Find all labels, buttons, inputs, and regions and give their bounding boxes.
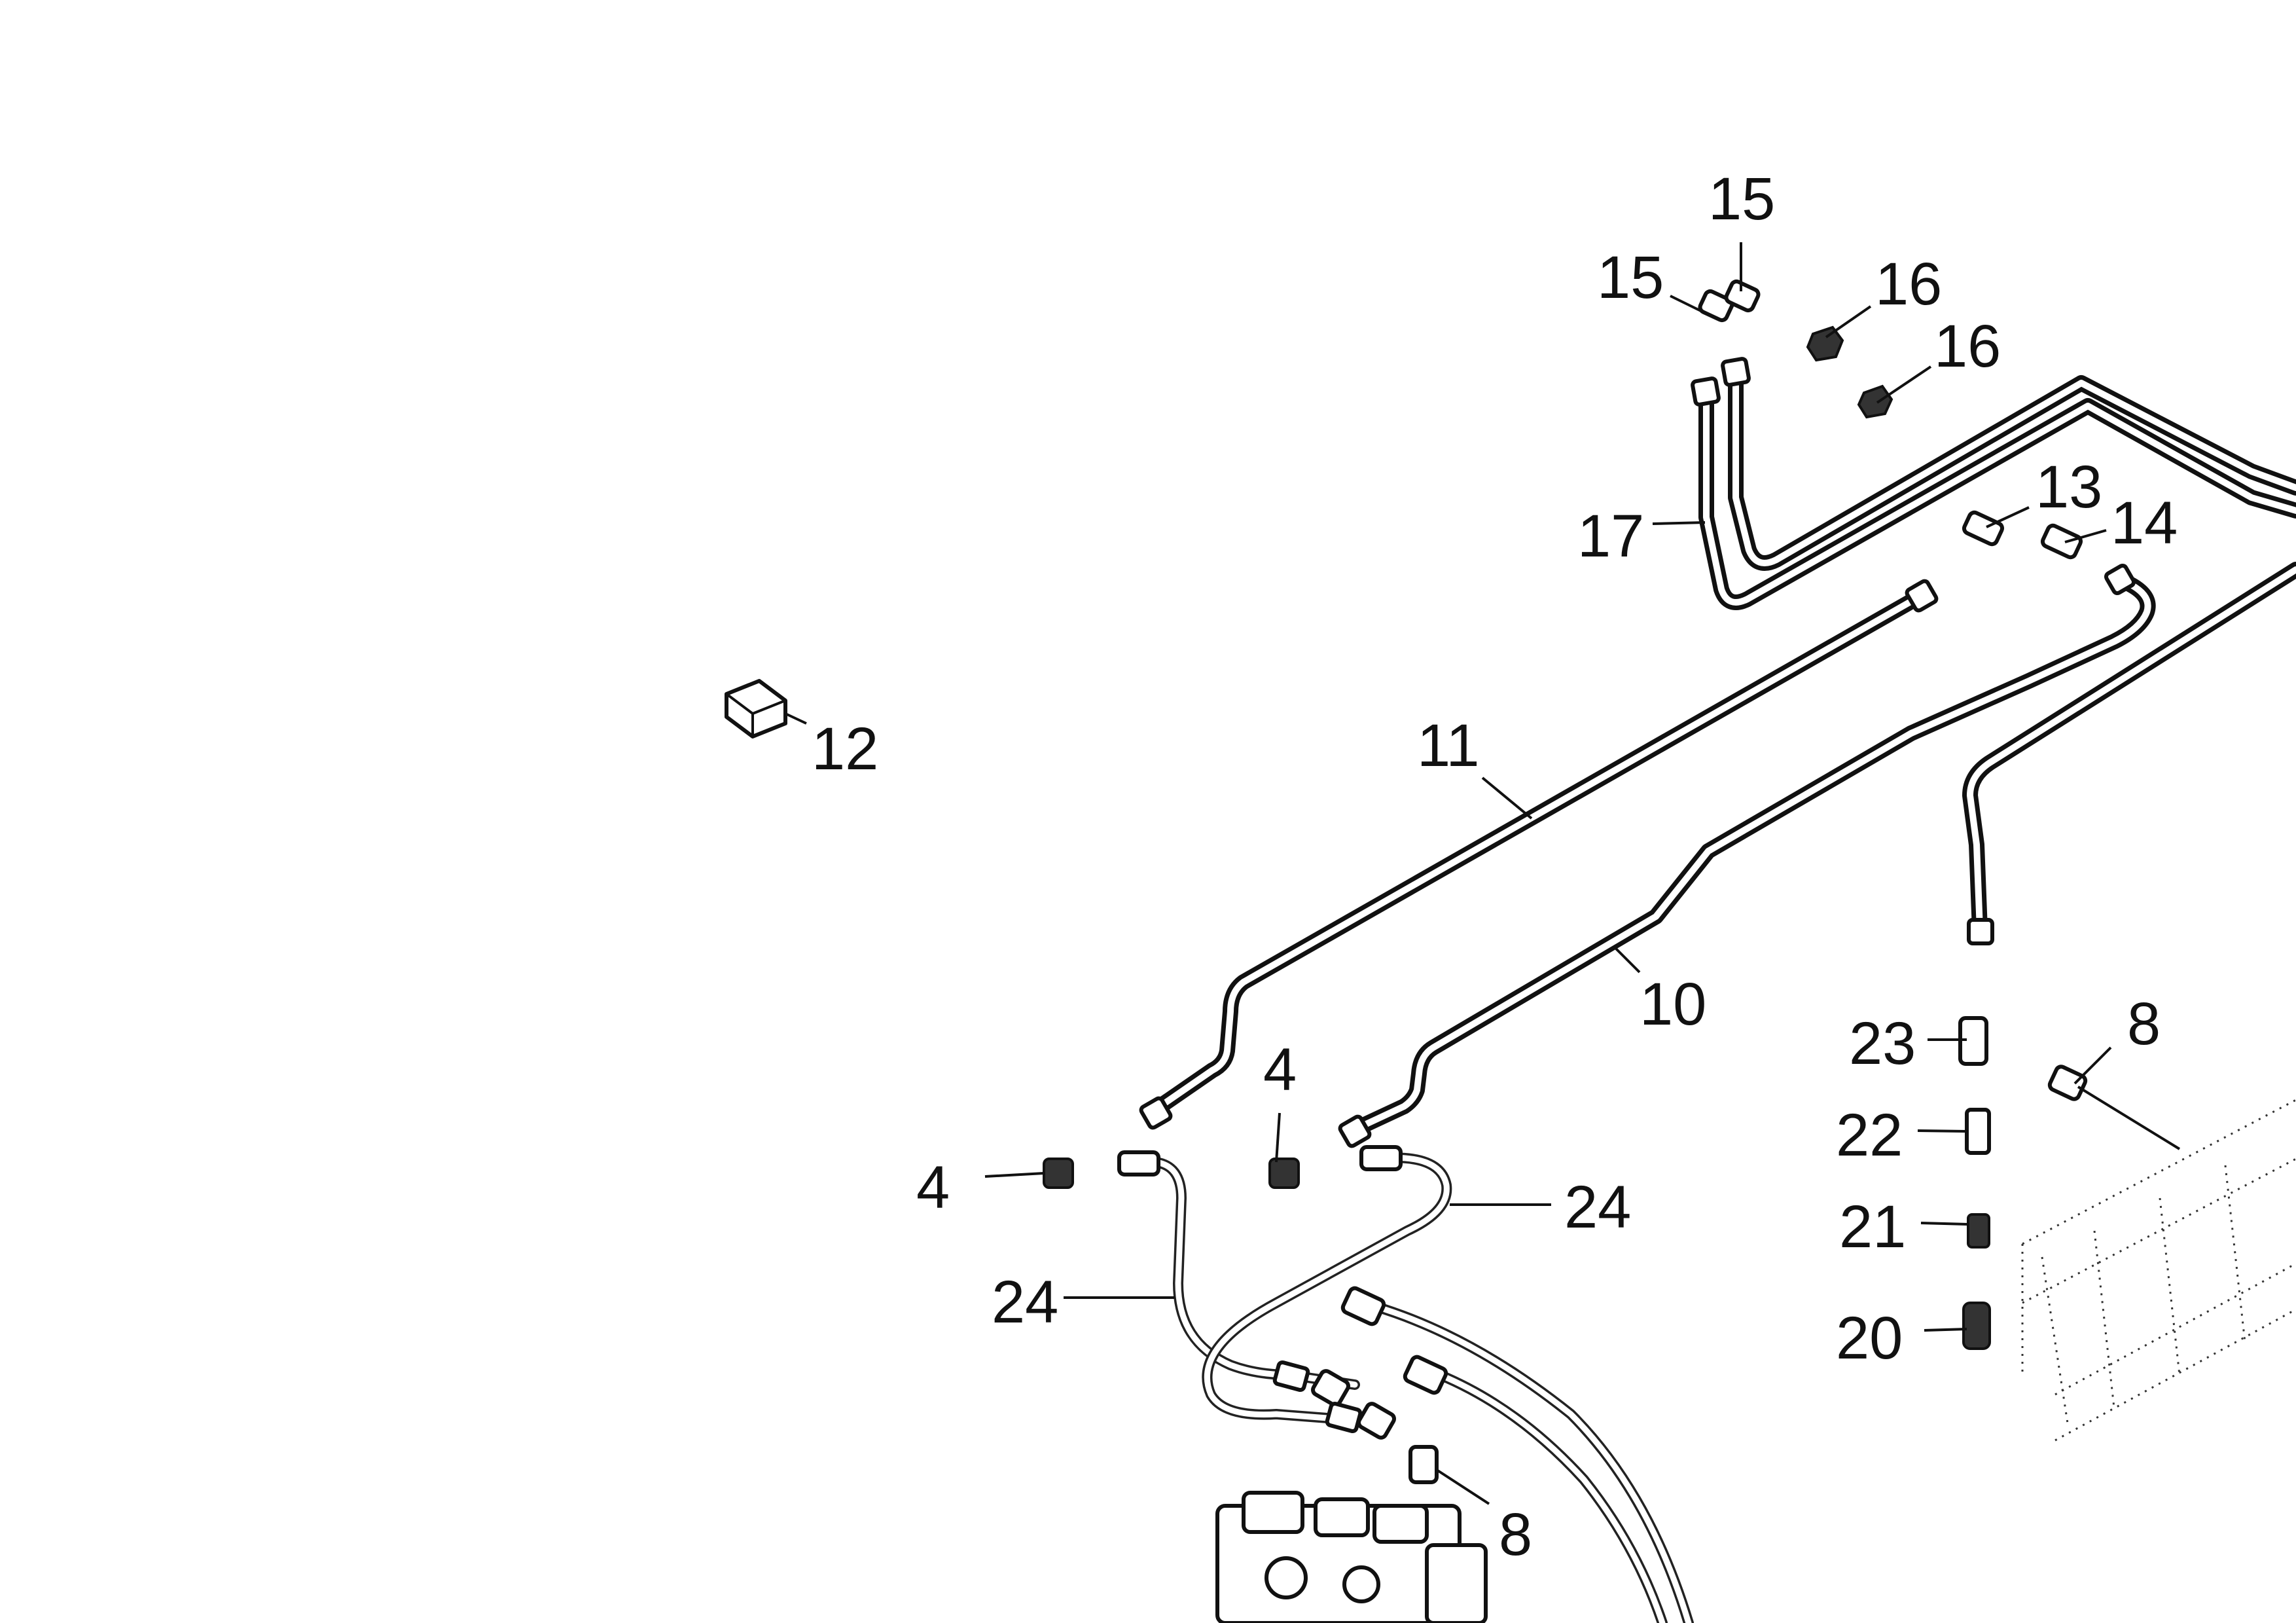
callout-12: 12 bbox=[812, 716, 878, 782]
callout-15-top: 15 bbox=[1708, 166, 1775, 232]
hose-fittings bbox=[1117, 1145, 1448, 1440]
callout-8-upper: 8 bbox=[2127, 991, 2161, 1057]
control-valve-block bbox=[1215, 1491, 1488, 1623]
callout-24-right: 24 bbox=[1564, 1174, 1631, 1241]
fittings-13-14 bbox=[1962, 510, 2083, 560]
callout-4-left: 4 bbox=[916, 1154, 950, 1221]
callout-labels: 15 15 16 16 17 13 14 12 11 10 23 8 22 21… bbox=[812, 166, 2178, 1568]
callout-21: 21 bbox=[1839, 1194, 1906, 1260]
tube-end-fittings bbox=[1139, 357, 2136, 1148]
callout-8-lower: 8 bbox=[1499, 1501, 1532, 1568]
leader-lines bbox=[785, 242, 2181, 1505]
callout-11: 11 bbox=[1417, 712, 1480, 779]
fittings-20-23 bbox=[1408, 1016, 2088, 1484]
nuts-16 bbox=[1806, 325, 1893, 419]
clamp-block-12 bbox=[725, 679, 787, 739]
callout-14: 14 bbox=[2111, 490, 2178, 556]
tube-10 bbox=[1347, 572, 2156, 1137]
tube-right-drop bbox=[1962, 562, 2296, 938]
tube-11 bbox=[1147, 588, 1929, 1118]
callout-16-upper: 16 bbox=[1875, 251, 1942, 318]
callout-15-left: 15 bbox=[1597, 244, 1664, 311]
background-manifold-outline bbox=[2021, 1099, 2296, 1442]
fittings-15 bbox=[1698, 279, 1761, 323]
callout-13: 13 bbox=[2036, 454, 2102, 520]
callout-16-lower: 16 bbox=[1934, 313, 2001, 380]
callout-10: 10 bbox=[1640, 971, 1706, 1038]
callout-24-left: 24 bbox=[992, 1269, 1058, 1336]
callout-20: 20 bbox=[1836, 1305, 1903, 1372]
callout-4-middle: 4 bbox=[1263, 1036, 1297, 1103]
tube-17-pair bbox=[1698, 365, 2296, 610]
hose-long-pair bbox=[1369, 1301, 1694, 1623]
hose-24-left bbox=[1150, 1152, 1452, 1426]
callout-17: 17 bbox=[1577, 503, 1644, 570]
callout-23: 23 bbox=[1849, 1010, 1916, 1077]
callout-22: 22 bbox=[1836, 1102, 1903, 1169]
